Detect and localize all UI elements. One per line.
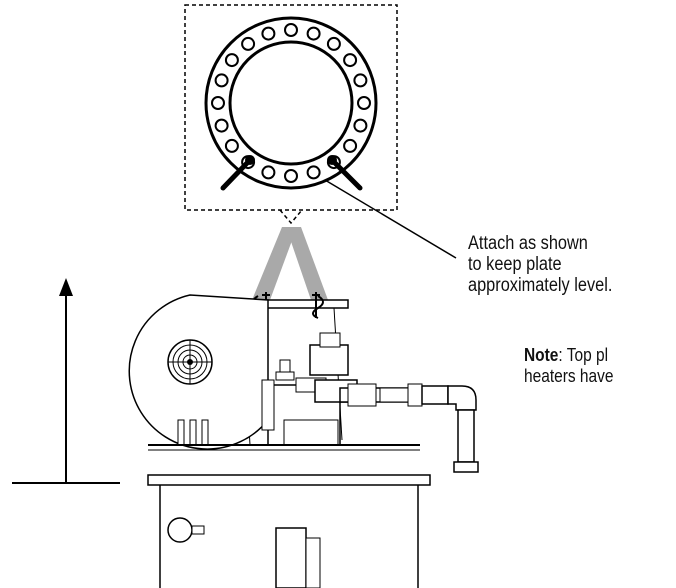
heater-tank-body [147,474,431,588]
lifting-hook-right [327,155,363,191]
flange-bolt-holes [211,23,371,183]
bolt-hole [357,96,371,110]
bolt-hole [353,73,368,88]
bolt-hole [241,36,256,51]
note-line-1: Note: Top pl [524,345,614,366]
bolt-hole [284,23,298,37]
callout-leader-line [324,179,457,259]
attach-line-1: Attach as shown [468,233,588,254]
bolt-hole [214,118,229,133]
note-label: Note [524,345,559,365]
bolt-hole [261,165,276,180]
note-line-2: heaters have [524,366,614,386]
bolt-hole [326,36,341,51]
blower-fan [128,294,269,450]
lifting-hook-left [220,155,255,191]
lifting-slings [252,227,328,300]
bolt-hole [284,169,298,183]
bolt-hole [306,165,321,180]
attach-line-3: approximately level. [468,275,613,296]
note-line-1-text: : Top pl [558,345,609,365]
bolt-hole [214,73,229,88]
bolt-hole [343,138,358,153]
attach-line-2: to keep plate [468,254,562,275]
flange-inner-ring [228,40,354,166]
burner-assembly [261,332,479,473]
attach-instruction-callout: Attach as shown to keep plate approximat… [468,233,612,296]
lift-direction-arrow [12,278,120,484]
bolt-hole [261,26,276,41]
bolt-hole [306,26,321,41]
detail-dashed-box [184,4,398,211]
bolt-hole [224,138,239,153]
bolt-hole [211,96,225,110]
bolt-hole [343,53,358,68]
bolt-hole [353,118,368,133]
note-callout: Note: Top pl heaters have [524,345,614,387]
bolt-hole [224,53,239,68]
flange-detail-view [184,4,398,225]
